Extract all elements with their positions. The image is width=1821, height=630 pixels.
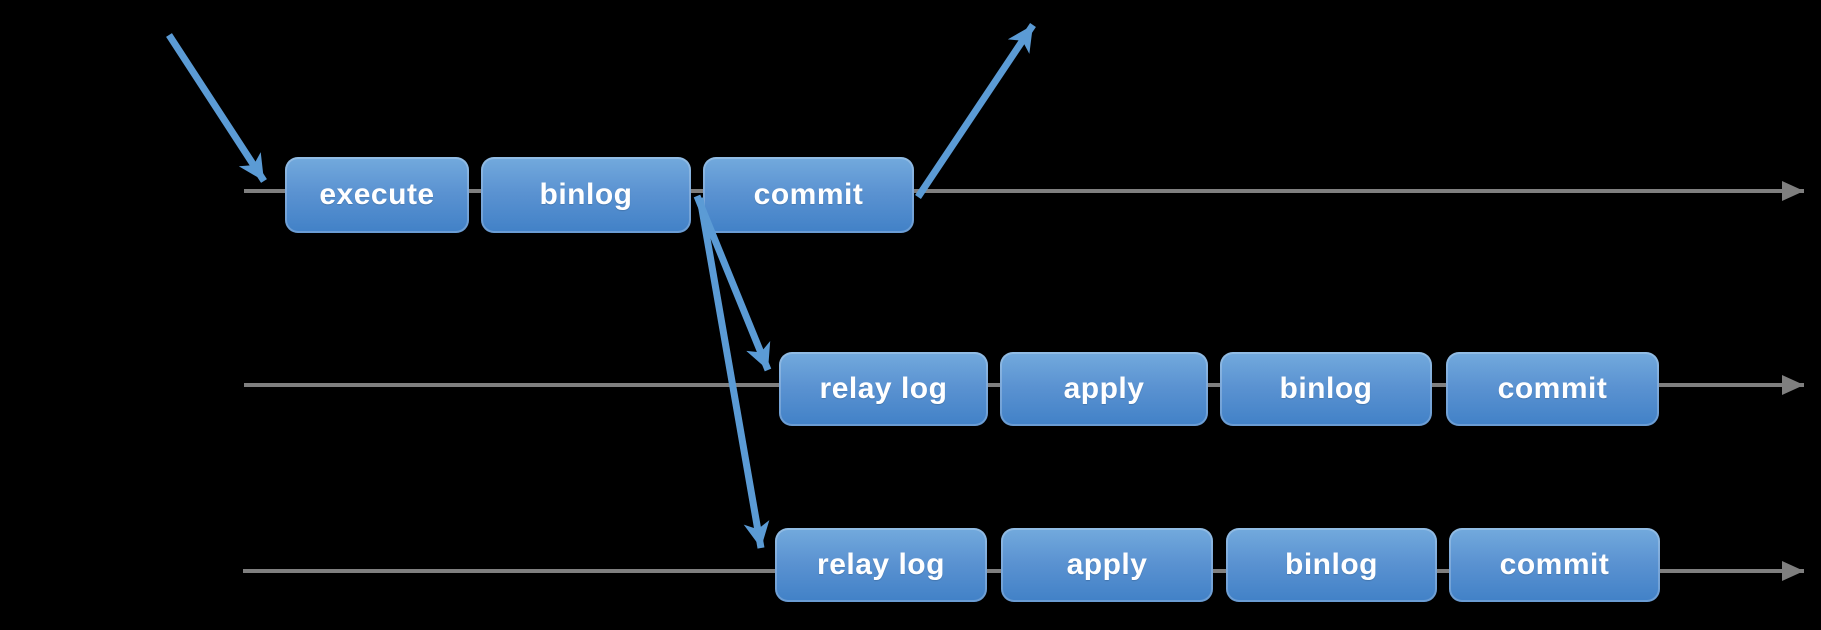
primary-commit-box: commit xyxy=(703,157,914,233)
replica2-apply-box: apply xyxy=(1001,528,1213,602)
replica1-commit-label: commit xyxy=(1497,372,1608,405)
replica2-binlog-box: binlog xyxy=(1226,528,1437,602)
replica2-commit-box: commit xyxy=(1449,528,1660,602)
primary-binlog-label: binlog xyxy=(539,178,633,211)
replica1-relay-log-label: relay log xyxy=(819,372,948,405)
replica2-binlog-label: binlog xyxy=(1285,548,1378,581)
replica2-apply-label: apply xyxy=(1066,548,1148,581)
replica2-relay-log-label: relay log xyxy=(817,548,945,581)
binlog-to-replica2-arrow-icon xyxy=(696,197,770,549)
replica2-commit-label: commit xyxy=(1499,548,1610,581)
primary-execute-label: execute xyxy=(319,178,435,211)
primary-commit-label: commit xyxy=(753,178,864,211)
commit-return-arrow-icon xyxy=(915,23,1036,199)
replica1-apply-label: apply xyxy=(1063,372,1145,405)
replica1-relay-log-box: relay log xyxy=(779,352,988,426)
primary-binlog-box: binlog xyxy=(481,157,691,233)
replica1-binlog-label: binlog xyxy=(1279,372,1373,405)
replica2-relay-log-box: relay log xyxy=(775,528,987,602)
replica1-apply-box: apply xyxy=(1000,352,1208,426)
replica1-binlog-box: binlog xyxy=(1220,352,1432,426)
incoming-request-arrow-icon xyxy=(166,33,267,183)
replica1-commit-box: commit xyxy=(1446,352,1659,426)
primary-execute-box: execute xyxy=(285,157,469,233)
